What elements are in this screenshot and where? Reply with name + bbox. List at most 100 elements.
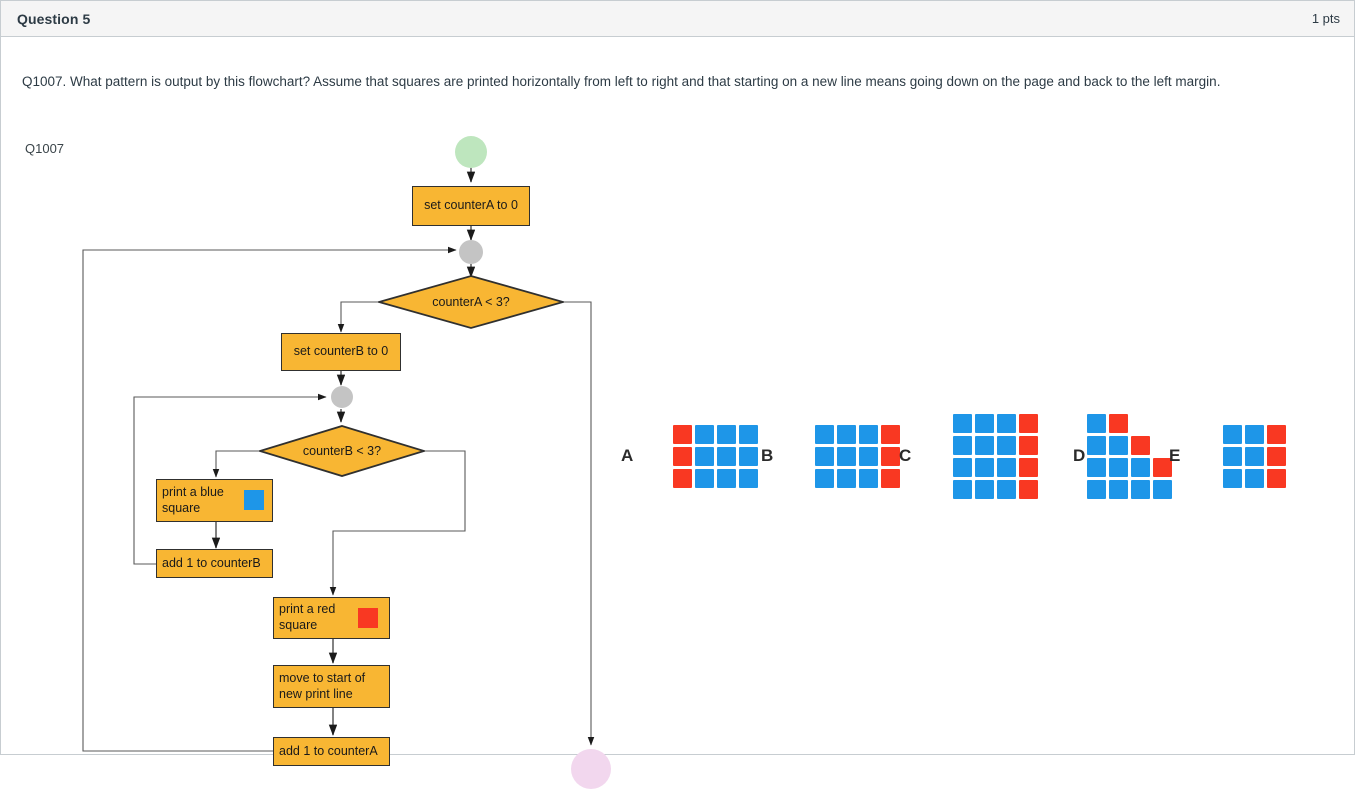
flow-decision-counter-a: counterA < 3? [378,275,564,329]
answer-grid-row [953,436,1041,458]
answer-cell-blue [1223,469,1242,488]
answer-grid-row [953,480,1041,502]
answer-cell-blue [739,447,758,466]
answer-cell-blue [1131,480,1150,499]
answer-cell-blue [1087,436,1106,455]
answer-cell-red [1019,414,1038,433]
answer-letter-a: A [621,446,634,465]
answer-grid-row [1087,480,1175,502]
flow-start-node [455,136,487,168]
answer-cell-blue [1223,447,1242,466]
answer-letter-e: E [1169,446,1181,465]
answer-cell-blue [1223,425,1242,444]
answer-cell-blue [975,480,994,499]
answer-letter-c: C [899,446,912,465]
answer-cell-red [1019,436,1038,455]
answer-cell-blue [997,436,1016,455]
answer-cell-blue [695,469,714,488]
answer-grid-row [1223,425,1289,447]
answer-grid-row [1087,458,1175,480]
answer-cell-blue [1109,436,1128,455]
answer-cell-red [673,469,692,488]
answer-cell-red [1131,436,1150,455]
answer-grid-c [953,414,1041,502]
flow-node-inc-counter-b: add 1 to counterB [156,549,273,578]
flowchart-label: Q1007 [25,141,65,156]
answer-grid-e [1223,425,1289,491]
answer-cell-blue [695,425,714,444]
answer-cell-blue [859,447,878,466]
answer-grid-row [1223,469,1289,491]
answer-cell-blue [837,425,856,444]
answer-cell-blue [953,436,972,455]
answer-cell-red [1019,480,1038,499]
question-header: Question 5 1 pts [1,1,1354,37]
answer-cell-blue [837,469,856,488]
answer-cell-blue [997,414,1016,433]
answer-grid-row [815,425,903,447]
answer-cell-blue [997,458,1016,477]
answer-cell-blue [695,447,714,466]
flow-decision-counter-b: counterB < 3? [259,425,425,477]
answer-cell-blue [739,425,758,444]
answer-cell-blue [1087,480,1106,499]
answer-cell-blue [1109,458,1128,477]
flow-node-new-line: move to start of new print line [273,665,390,708]
flow-decision-counter-b-label: counterB < 3? [302,444,382,458]
answer-cell-blue [953,458,972,477]
answer-cell-blue [953,414,972,433]
answer-grid-row [815,447,903,469]
answer-grid-row [673,469,761,491]
answer-grid-row [1087,436,1175,458]
answer-cell-blue [815,469,834,488]
answer-cell-red [1109,414,1128,433]
answer-cell-blue [1245,425,1264,444]
question-prompt: Q1007. What pattern is output by this fl… [22,74,1221,89]
answer-cell-blue [739,469,758,488]
answer-cell-red [1153,458,1172,477]
answer-cell-red [881,469,900,488]
answer-grid-d [1087,414,1175,502]
answer-cell-blue [1087,458,1106,477]
page-title: Question 5 [17,10,91,27]
answer-cell-red [881,425,900,444]
answer-cell-blue [975,458,994,477]
flow-end-node [571,749,611,789]
answer-cell-blue [1245,469,1264,488]
answer-cell-blue [1087,414,1106,433]
answer-grid-a [673,425,761,491]
answer-letter-d: D [1073,446,1086,465]
blue-square-swatch [244,490,264,510]
flow-junction-b [331,386,353,408]
flow-node-set-counter-a: set counterA to 0 [412,186,530,226]
answer-cell-blue [1109,480,1128,499]
red-square-swatch [358,608,378,628]
answer-cell-red [881,447,900,466]
answer-grid-row [673,447,761,469]
flow-junction-a [459,240,483,264]
flow-decision-counter-a-label: counterA < 3? [432,295,510,309]
flow-node-inc-counter-a: add 1 to counterA [273,737,390,766]
answer-grid-row [1087,414,1175,436]
answer-cell-red [673,425,692,444]
answer-cell-blue [859,469,878,488]
answer-cell-blue [975,414,994,433]
answer-cell-blue [975,436,994,455]
flow-node-set-counter-b: set counterB to 0 [281,333,401,371]
answer-grid-row [953,414,1041,436]
flowchart-diagram: Q1007 [1,37,701,789]
answer-cell-blue [815,447,834,466]
answer-cell-blue [717,469,736,488]
answer-cell-red [1267,469,1286,488]
answer-cell-blue [717,425,736,444]
answer-cell-empty [1131,414,1150,433]
answer-grid-row [815,469,903,491]
answer-cell-blue [1245,447,1264,466]
answer-cell-blue [997,480,1016,499]
answer-grid-b [815,425,903,491]
answer-cell-blue [953,480,972,499]
answer-cell-blue [1131,458,1150,477]
answer-cell-red [673,447,692,466]
answer-cell-blue [815,425,834,444]
